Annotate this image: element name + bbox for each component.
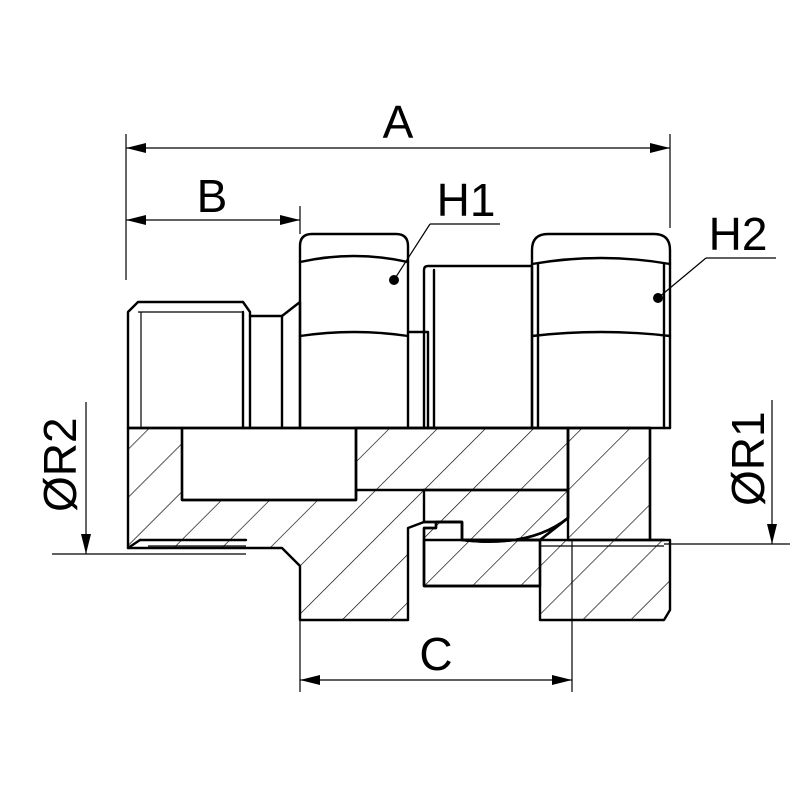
hex2-top-chamfer <box>530 256 672 266</box>
hex1-neck <box>280 300 302 430</box>
dimension-b: B <box>126 170 301 234</box>
label-r2: ØR2 <box>34 417 86 512</box>
ferrule-section <box>422 538 542 588</box>
leader-h2: H2 <box>653 208 776 303</box>
label-c: C <box>419 628 452 680</box>
hex1-top-chamfer <box>298 254 410 264</box>
label-h1: H1 <box>437 174 496 226</box>
body-collar <box>422 264 534 430</box>
dimension-a: A <box>125 96 671 280</box>
ferrule-curve-line <box>460 516 570 543</box>
thread-chamfer-section-left <box>126 538 142 550</box>
relief-groove <box>248 314 284 430</box>
hex1-flat-line <box>298 330 410 338</box>
thread-stub-outline <box>126 300 252 430</box>
leader-h2-diagonal <box>657 257 707 299</box>
body-middle <box>406 330 430 430</box>
dimension-r2: ØR2 <box>34 402 246 555</box>
leader-h1: H1 <box>389 174 500 285</box>
label-h2: H2 <box>709 208 768 260</box>
label-a: A <box>383 96 414 148</box>
label-b: B <box>197 170 228 222</box>
fitting-section <box>126 426 672 622</box>
dimension-c: C <box>299 540 573 692</box>
hex2-outline <box>530 232 672 430</box>
hex2-flat-line <box>530 330 672 338</box>
fitting-exterior <box>126 232 672 430</box>
body-section <box>126 426 570 622</box>
dimension-r1: ØR1 <box>664 400 790 545</box>
hex1-outline <box>298 232 410 430</box>
bore-chamber-left <box>180 426 358 502</box>
leader-h1-diagonal <box>393 223 431 281</box>
label-r1: ØR1 <box>722 411 774 506</box>
